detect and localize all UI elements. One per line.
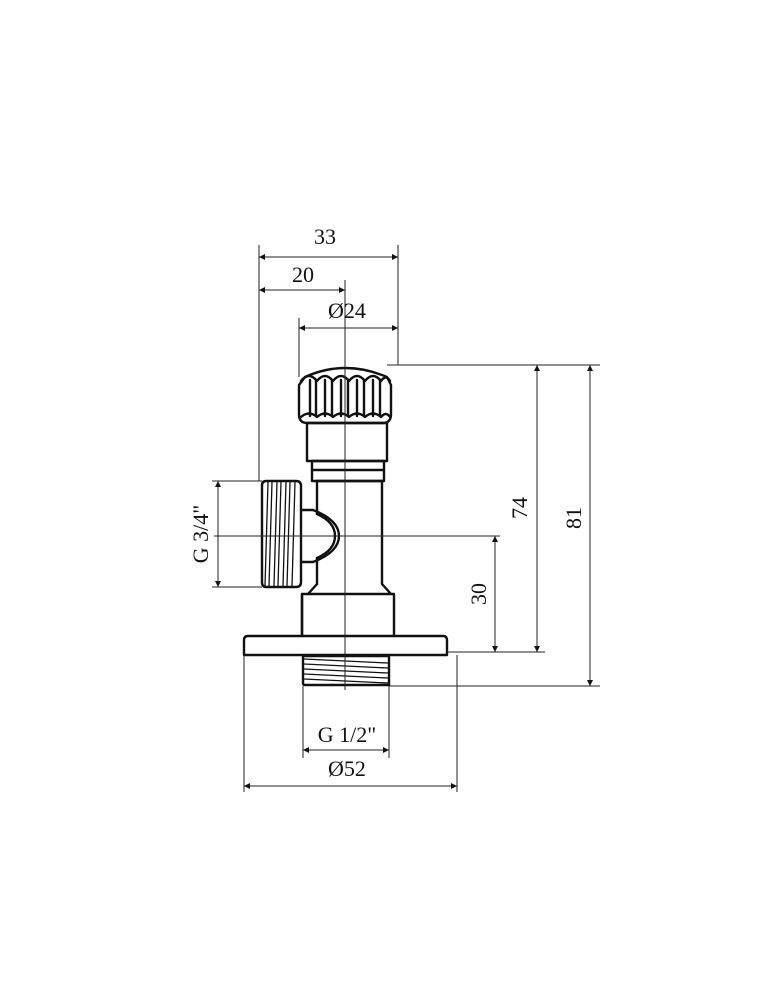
valve-body [242,366,449,687]
dimension-d52: Ø52 [244,756,457,789]
dim-label-74: 74 [507,497,532,519]
body-tube [315,479,384,586]
dimension-74: 74 [507,365,540,652]
dim-label-30: 30 [466,583,491,605]
flange [242,634,449,657]
dim-label-81: 81 [561,507,586,529]
dimension-g34: G 3/4" [188,481,221,587]
bottom-thread [301,654,391,687]
dimension-20: 20 [259,262,345,293]
dimension-33: 33 [259,224,398,260]
dim-label-g12: G 1/2" [318,722,376,747]
lower-hex [300,582,396,638]
dim-label-d52: Ø52 [328,756,366,781]
dimension-g12: G 1/2" [303,722,389,753]
extension-lines [212,245,600,792]
dimension-81: 81 [561,365,593,686]
dimension-30: 30 [466,536,498,652]
dim-label-33: 33 [314,224,336,249]
center-lines [214,282,500,690]
handle-collar [305,421,389,463]
dim-label-d24: Ø24 [328,298,366,323]
side-thread [260,479,303,589]
dim-label-20: 20 [292,262,314,287]
handle-knob [297,366,393,425]
dimension-d24: Ø24 [299,298,398,331]
dim-label-g34: G 3/4" [188,505,213,563]
